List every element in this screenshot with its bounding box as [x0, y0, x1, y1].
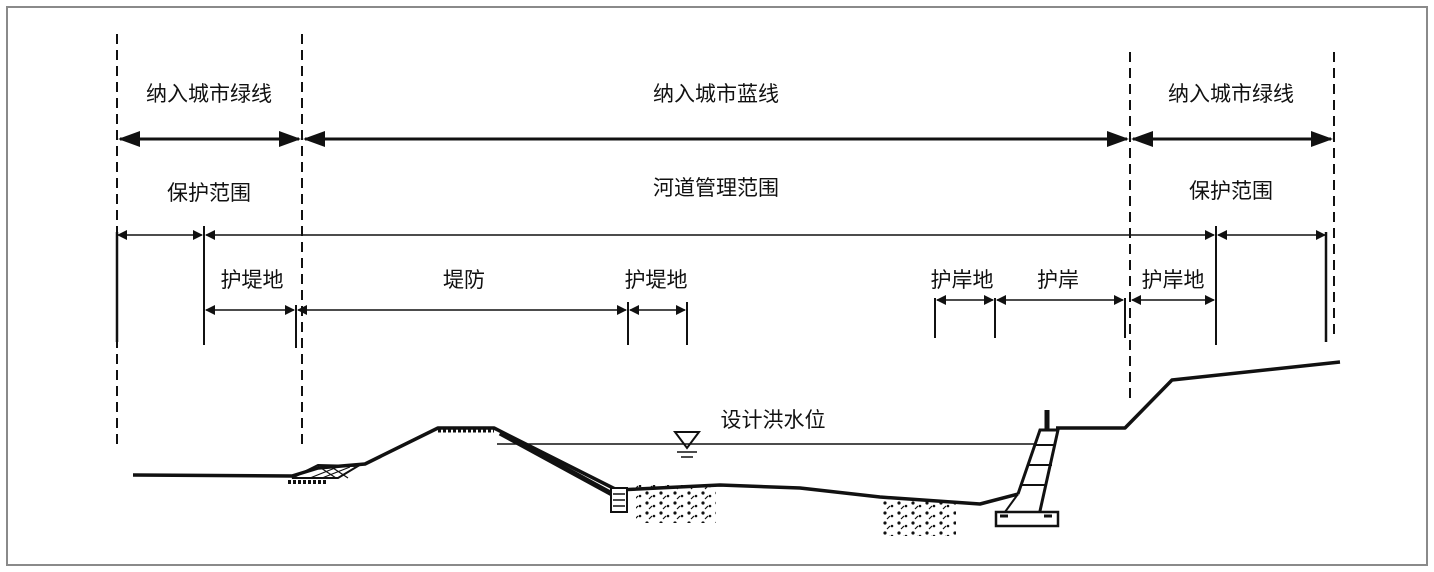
label-blue-line: 纳入城市蓝线 [653, 82, 779, 106]
label-design-flood-level: 设计洪水位 [721, 408, 826, 432]
dike-slope-revetment [498, 430, 614, 497]
label-protection-left: 保护范围 [167, 181, 251, 205]
gravel-fill-middle [880, 500, 956, 536]
label-green-line-left: 纳入城市绿线 [146, 82, 272, 106]
ground-line-right [1056, 360, 1341, 430]
range-dimension-row2 [115, 226, 1328, 345]
label-dike-land-left: 护堤地 [221, 268, 284, 292]
dike-toe-wall [610, 487, 628, 513]
water-level-icon [673, 431, 701, 458]
label-bank-land-right: 护岸地 [1142, 268, 1205, 292]
label-protection-right: 保护范围 [1189, 179, 1273, 203]
label-dike: 堤防 [443, 268, 485, 292]
label-dike-land-right: 护堤地 [625, 268, 688, 292]
range-dimension-row3 [205, 295, 1215, 348]
ground-line-left [132, 426, 1019, 506]
dike-toe-protection-left [288, 463, 362, 484]
label-bank: 护岸 [1037, 268, 1079, 292]
label-river-management: 河道管理范围 [653, 176, 779, 200]
label-bank-land-left: 护岸地 [931, 268, 994, 292]
retaining-wall-right [994, 410, 1060, 528]
frame-border [6, 6, 1428, 566]
label-green-line-right: 纳入城市绿线 [1168, 82, 1294, 106]
gravel-fill-left [636, 485, 716, 523]
